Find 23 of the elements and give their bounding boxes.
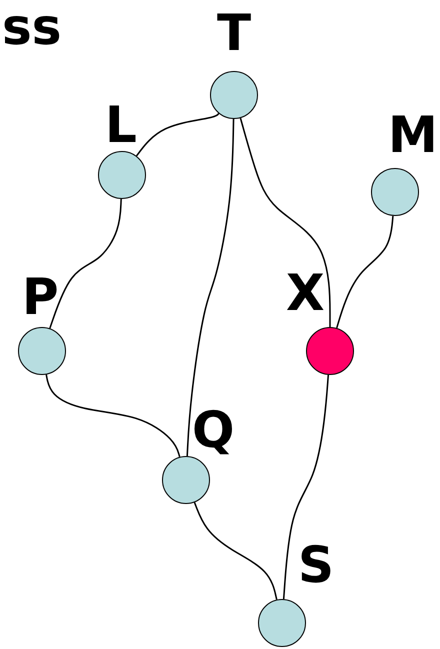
connector-line [136, 113, 220, 156]
circle-node [98, 151, 146, 199]
connector-line [49, 198, 122, 329]
node-label: P [22, 272, 59, 322]
node-label: S [298, 540, 334, 590]
node-label: T [217, 8, 252, 58]
heading-fragment: ss [2, 2, 62, 52]
circle-node [371, 168, 419, 216]
connector-line [240, 118, 331, 327]
connector-line [336, 216, 394, 328]
node-label: X [286, 268, 325, 318]
circle-node [306, 327, 354, 375]
circle-node [210, 71, 258, 119]
node-label: L [105, 100, 137, 150]
connector-line [186, 118, 234, 456]
connector-line [46, 374, 180, 458]
node-label: M [388, 110, 438, 160]
circle-node [162, 456, 210, 504]
circle-node [18, 327, 66, 375]
connector-line [194, 502, 278, 600]
node-label: Q [192, 405, 235, 455]
connector-line [282, 374, 330, 600]
circle-node [258, 599, 306, 647]
